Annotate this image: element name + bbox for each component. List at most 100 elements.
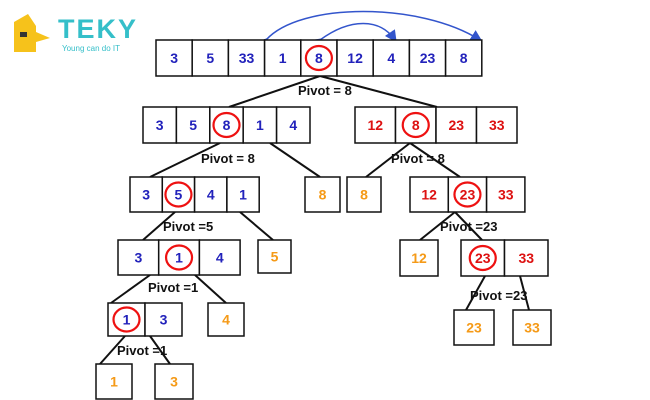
array-cell-value: 1 (256, 117, 264, 133)
array-cell (408, 39, 447, 77)
pivot-label: Pivot =23 (440, 219, 497, 234)
pivot-label: Pivot = 8 (298, 83, 352, 98)
array-cell-value: 1 (110, 374, 118, 390)
pivot-label: Pivot =5 (163, 219, 213, 234)
array-cell (354, 106, 397, 144)
array-cell-value: 33 (239, 50, 255, 66)
array-cell-value: 33 (498, 187, 514, 203)
array-cell (198, 239, 241, 276)
array-cell (304, 176, 341, 213)
swap-arrows (255, 10, 483, 51)
array-cell (512, 309, 552, 346)
array-node-l1: 3 5 8 1 4 (142, 106, 311, 144)
logo-wordmark: TEKY (58, 14, 139, 44)
array-cell-value: 8 (315, 50, 323, 66)
swap-arrow (309, 22, 397, 51)
array-cell-value: 5 (206, 50, 214, 66)
pivot-circle (112, 306, 141, 333)
tree-edge-l4-s3 (149, 335, 171, 365)
array-cell (435, 106, 478, 144)
teky-bird-icon (14, 14, 50, 52)
array-cell (226, 176, 260, 213)
array-cell-value: 33 (518, 250, 534, 266)
array-cell-value: 4 (216, 250, 224, 266)
array-cell (503, 239, 549, 277)
array-cell (129, 176, 164, 213)
array-cell-value: 23 (420, 50, 436, 66)
pivot-label: Pivot =23 (470, 288, 527, 303)
array-cell-value: 3 (156, 117, 164, 133)
array-cell-value: 8 (412, 117, 420, 133)
array-cell (399, 239, 439, 277)
tree-edge-root-l1 (228, 75, 321, 108)
array-cell (227, 39, 266, 77)
pivot-circle (164, 244, 194, 271)
array-node-s3: 3 (154, 363, 194, 400)
array-node-r2: 12 23 33 (409, 176, 526, 213)
array-node-s1: 1 (95, 363, 133, 400)
array-cell-value: 4 (289, 117, 297, 133)
array-cell (372, 39, 411, 77)
array-node-eq8b: 8 (346, 176, 382, 213)
array-cell-value: 3 (142, 187, 150, 203)
tree-edge-l2-l3 (142, 211, 176, 241)
array-cell-value: 23 (460, 187, 476, 203)
array-cell-value: 3 (170, 50, 178, 66)
tree-edge-r3-s33 (519, 275, 530, 311)
array-cell (117, 239, 160, 276)
array-cell-value: 12 (421, 187, 437, 203)
array-node-s33: 33 (512, 309, 552, 346)
array-cell-value: 1 (123, 312, 131, 328)
array-cell (144, 302, 183, 337)
logo-tagline: Young can do IT (62, 44, 120, 53)
tree-edge-root-r1 (319, 75, 438, 108)
array-cell (453, 309, 495, 346)
array-cell-value: 8 (360, 187, 368, 203)
array-cell (475, 106, 518, 144)
array-cell-value: 3 (134, 250, 142, 266)
array-cell-value: 5 (189, 117, 197, 133)
array-cell (155, 39, 193, 77)
tree-edge-l3-s4 (194, 274, 227, 304)
array-cell-value: 3 (160, 312, 168, 328)
tree-edge-r3-s23 (465, 275, 486, 311)
tree-edge-l4-s1 (99, 335, 126, 365)
pivot-circle (212, 111, 241, 139)
pivot-circle (468, 244, 497, 272)
array-cell-value: 12 (347, 50, 363, 66)
array-cell (95, 363, 133, 400)
array-node-l3: 3 1 4 (117, 239, 241, 276)
array-cell (257, 239, 292, 274)
array-node-eq8a: 8 (304, 176, 341, 213)
array-cell-value: 23 (448, 117, 464, 133)
array-node-s23: 23 (453, 309, 495, 346)
array-cell (242, 106, 278, 144)
array-cell-value: 1 (175, 250, 183, 266)
pivot-label: Pivot =1 (117, 343, 167, 358)
pivot-circle (401, 111, 430, 139)
pivot-circle (453, 181, 482, 208)
array-cell-value: 8 (223, 117, 231, 133)
swap-arrow (255, 10, 483, 51)
array-cell-value: 8 (319, 187, 327, 203)
array-cell-value: 5 (271, 249, 279, 265)
pivot-label: Pivot = 8 (391, 151, 445, 166)
array-cell (444, 39, 483, 77)
array-cell-value: 23 (475, 250, 491, 266)
array-cell-value: 1 (279, 50, 287, 66)
tree-edge-r2-r3 (454, 211, 483, 241)
array-node-eq5: 5 (257, 239, 292, 274)
array-node-s4: 4 (207, 302, 245, 337)
pivot-circle (164, 181, 193, 208)
array-cell (409, 176, 450, 213)
tree-edge-r1-r2 (409, 142, 461, 178)
array-cell-value: 4 (207, 187, 215, 203)
array-node-r3: 23 33 (460, 239, 549, 277)
array-cell-value: 33 (524, 320, 540, 336)
array-cell (207, 302, 245, 337)
